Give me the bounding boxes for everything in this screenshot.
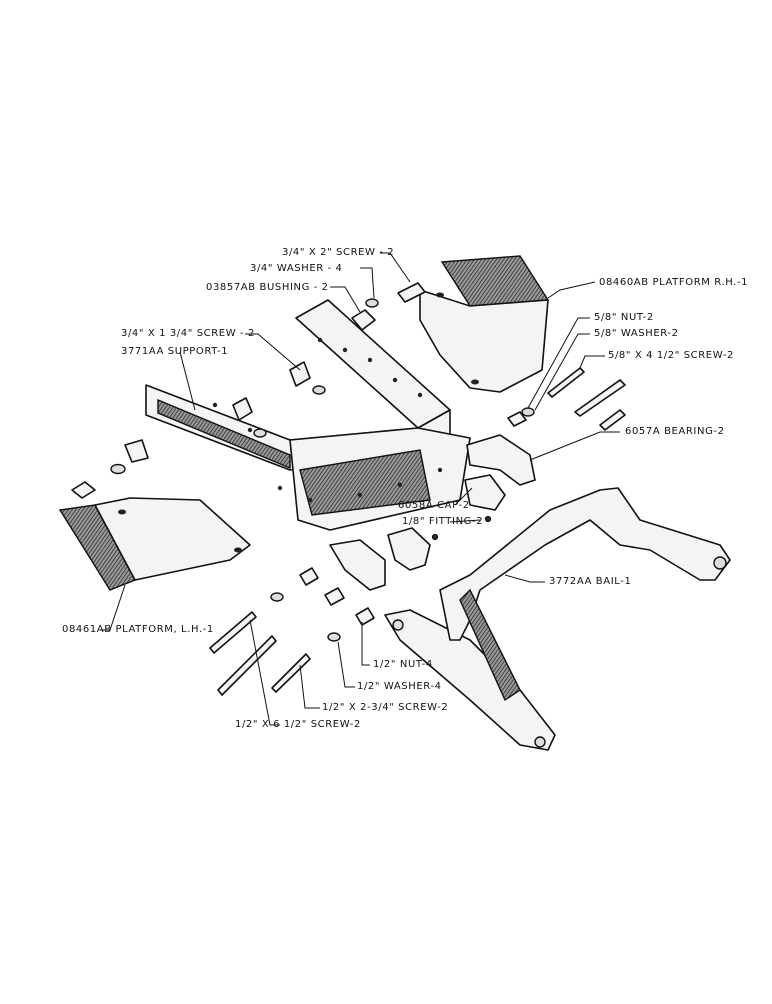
- callout-nut-1-2: 1/2" NUT-4: [373, 659, 433, 670]
- callout-washer-1-2: 1/2" WASHER-4: [357, 681, 442, 692]
- callout-nut-5-8: 5/8" NUT-2: [594, 312, 654, 323]
- callout-washer-5-8: 5/8" WASHER-2: [594, 328, 679, 339]
- callout-support: 3771AA SUPPORT-1: [121, 346, 229, 357]
- callout-screw-1-2x6-1-2: 1/2" X 6 1/2" SCREW-2: [235, 719, 361, 730]
- callout-washer-3-4: 3/4" WASHER - 4: [250, 263, 343, 274]
- callout-platform-rh: 08460AB PLATFORM R.H.-1: [599, 277, 749, 288]
- callout-bearing: 6057A BEARING-2: [625, 426, 725, 437]
- callout-bail: 3772AA BAIL-1: [549, 576, 632, 587]
- callout-fitting: 1/8" FITTING-2: [402, 516, 484, 527]
- platform-rh: [419, 255, 550, 393]
- callout-screw-3-4x1-3-4: 3/4" X 1 3/4" SCREW - 2: [121, 328, 255, 339]
- bail: [384, 487, 731, 751]
- callout-cap: 6058A CAP-2: [398, 500, 470, 511]
- callout-screw-1-2x2-3-4: 1/2" X 2-3/4" SCREW-2: [322, 702, 449, 713]
- callout-screw-3-4x2: 3/4" X 2" SCREW - 2: [282, 247, 395, 258]
- leader-lines: [100, 252, 620, 726]
- callout-screw-5-8x4-1-2: 5/8" X 4 1/2" SCREW-2: [608, 350, 734, 361]
- support-frame: [145, 299, 471, 531]
- callout-platform-lh: 08461AB PLATFORM, L.H.-1: [62, 624, 214, 635]
- platform-lh: [58, 497, 251, 591]
- bearings-and-caps: [329, 434, 536, 591]
- callout-bushing: 03857AB BUSHING - 2: [206, 282, 329, 293]
- fasteners: [71, 282, 626, 696]
